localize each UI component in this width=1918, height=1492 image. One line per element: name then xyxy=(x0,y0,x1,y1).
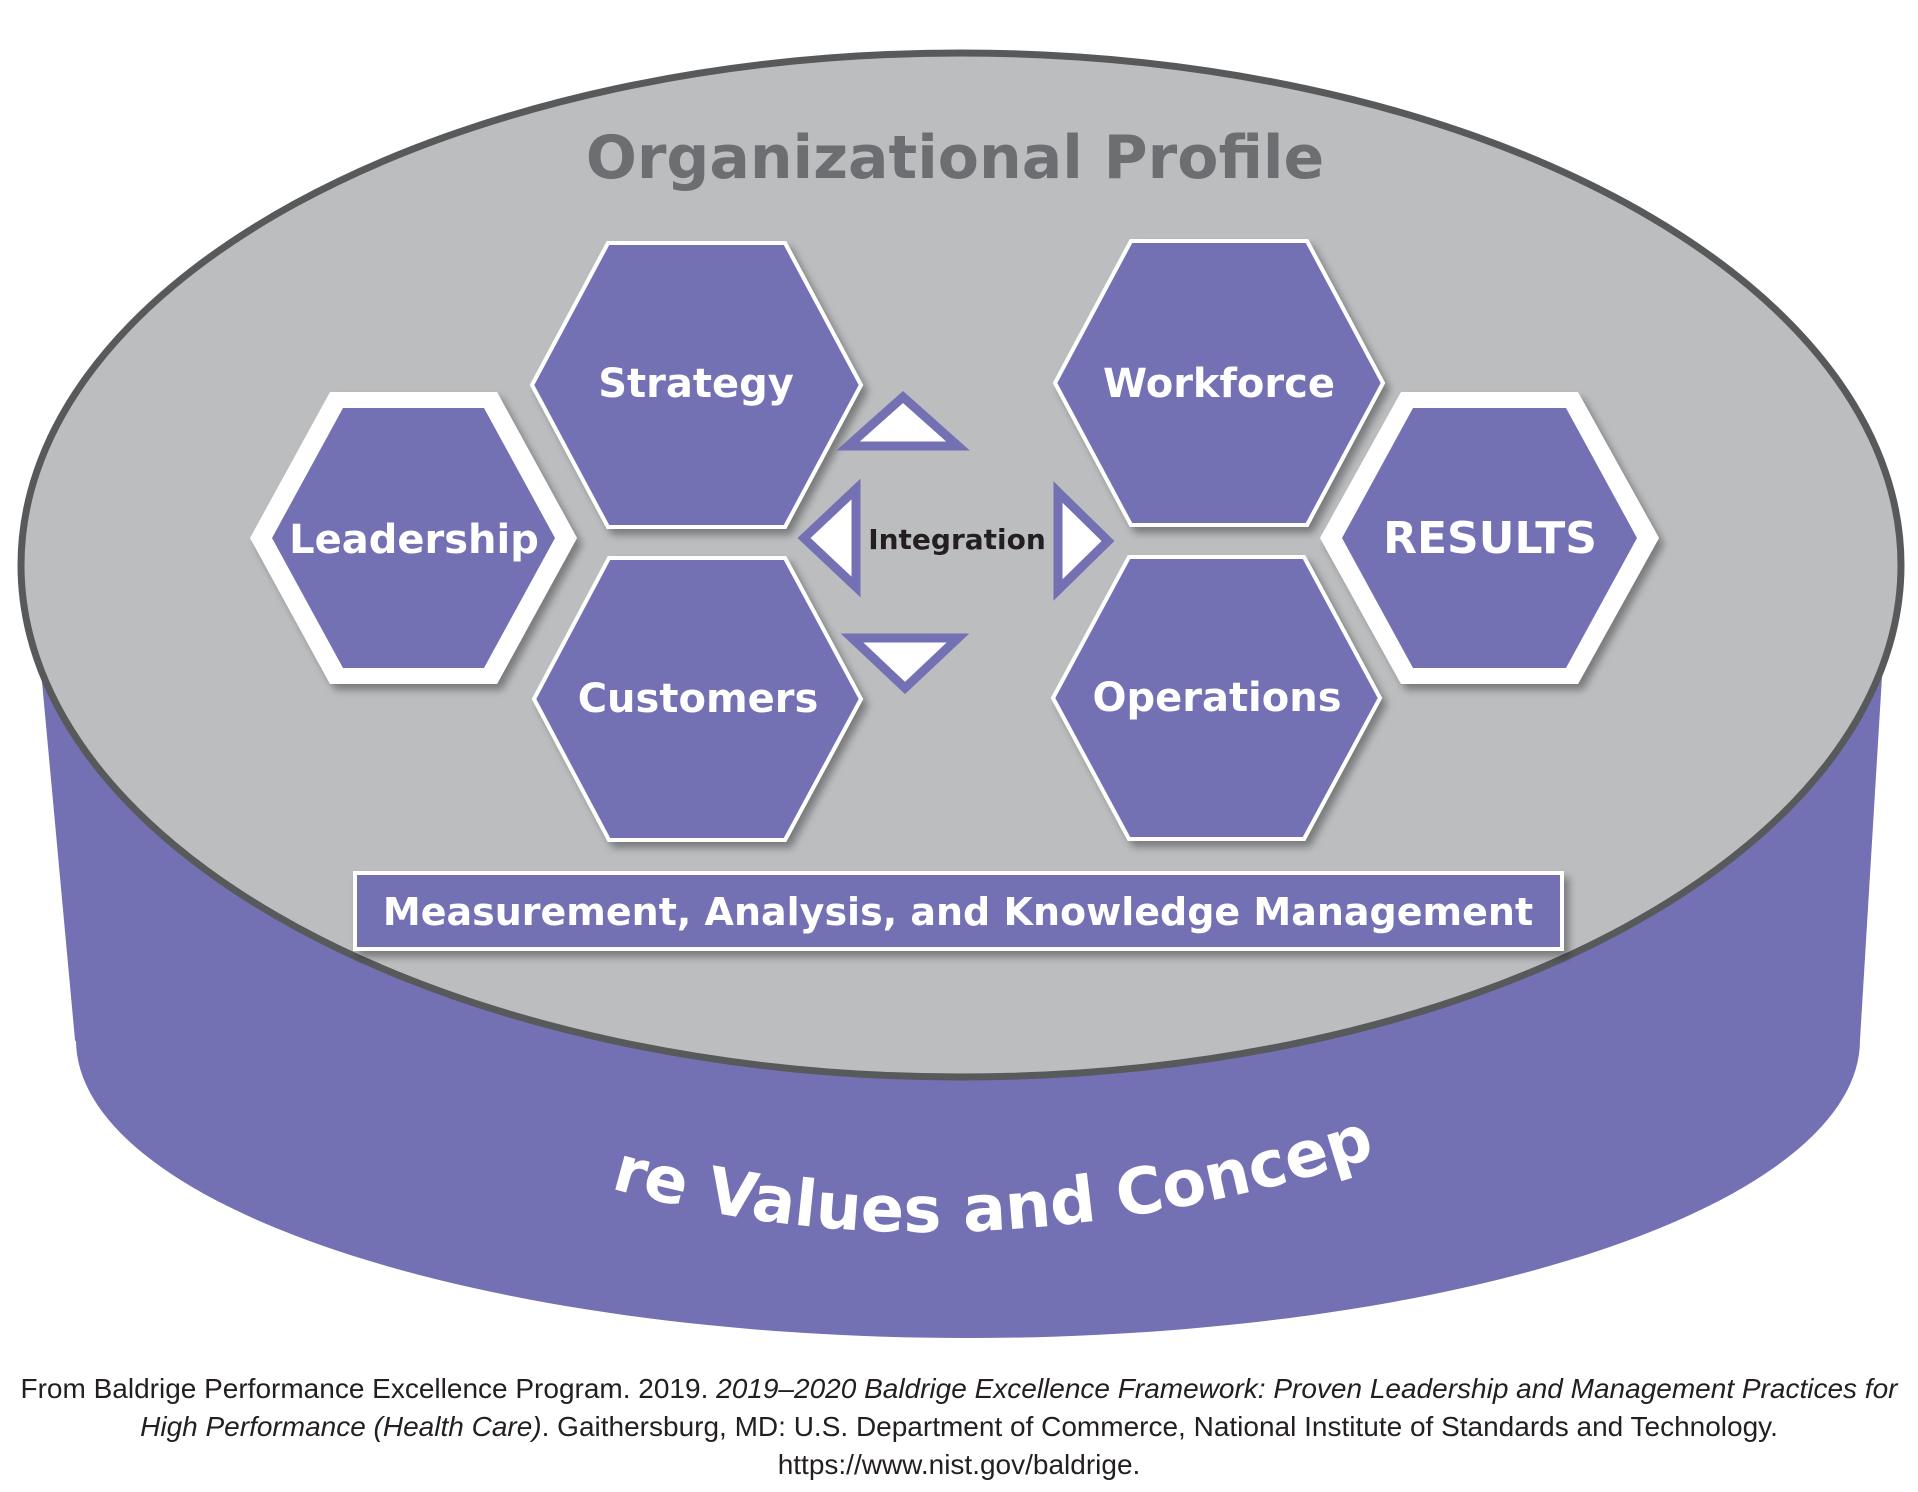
citation-part2: . Gaithersburg, MD: U.S. Department of C… xyxy=(541,1411,1778,1480)
strategy-hexagon xyxy=(529,241,864,529)
operations-hexagon xyxy=(1050,555,1383,841)
results-label: RESULTS xyxy=(1383,513,1597,564)
arrow-up-icon xyxy=(836,390,970,451)
baldrige-framework-diagram: Organizational Profile Leadership Strate… xyxy=(17,49,1905,1338)
arrow-right-icon xyxy=(1053,481,1115,601)
arrow-down-icon xyxy=(840,633,970,695)
results-hexagon xyxy=(1320,392,1659,684)
citation-part1: From Baldrige Performance Excellence Pro… xyxy=(20,1373,717,1404)
measurement-bar xyxy=(353,871,1564,951)
workforce-hexagon xyxy=(1052,239,1386,527)
arrow-left-icon xyxy=(797,478,861,598)
strategy-label: Strategy xyxy=(598,361,794,407)
customers-label: Customers xyxy=(578,676,819,722)
integration-label: Integration xyxy=(868,523,1046,556)
leadership-label: Leadership xyxy=(289,517,539,563)
measurement-label: Measurement, Analysis, and Knowledge Man… xyxy=(383,890,1533,934)
citation-title: 2019–2020 Baldrige Excellence Framework:… xyxy=(140,1373,1898,1442)
customers-hexagon xyxy=(531,556,864,842)
organizational-profile-title: Organizational Profile xyxy=(586,123,1324,193)
workforce-label: Workforce xyxy=(1103,361,1335,407)
leadership-hexagon xyxy=(250,392,577,684)
operations-label: Operations xyxy=(1092,675,1341,721)
citation: From Baldrige Performance Excellence Pro… xyxy=(0,1370,1918,1484)
organizational-profile-ellipse xyxy=(17,49,1905,1081)
